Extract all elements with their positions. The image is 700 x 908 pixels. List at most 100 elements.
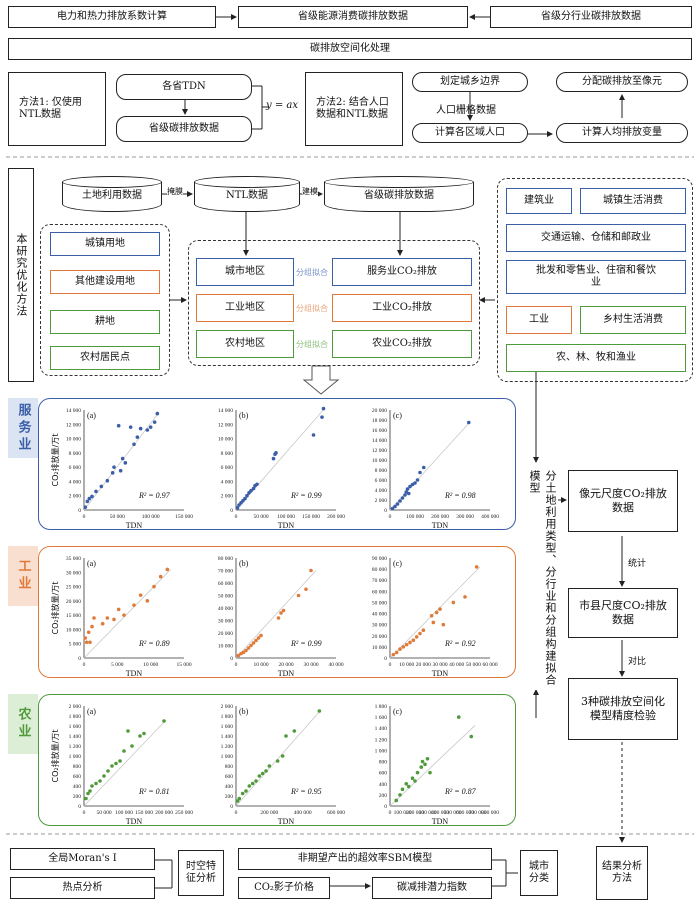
- data-point: [418, 470, 422, 475]
- data-point: [142, 731, 146, 736]
- x-axis-title: TDN: [126, 521, 143, 530]
- sector-rural-life: 乡村生活消费: [580, 306, 686, 334]
- data-point: [296, 593, 301, 598]
- data-point: [84, 640, 89, 645]
- x-axis-title: TDN: [278, 521, 295, 530]
- region-urban: 城市地区: [196, 258, 294, 286]
- data-point: [400, 787, 405, 792]
- data-point: [83, 636, 88, 640]
- city-carbon-box: 市县尺度CO₂排放数据: [568, 588, 678, 638]
- fit-side-label: 分土地利用类型、分行业和分组构建拟合模型: [526, 470, 558, 690]
- y-tick-label: 400: [225, 784, 234, 790]
- sbm-text: 非期望产出的超效率SBM模型: [297, 852, 433, 864]
- y-tick-label: 400: [379, 782, 388, 788]
- y-tick-label: 30 000: [218, 619, 233, 625]
- alloc-pixel-text: 分配碳排放至像元: [582, 75, 662, 87]
- land-type-rural-text: 农村居民点: [80, 351, 130, 363]
- sector-transport: 交通运输、仓储和邮政业: [506, 224, 686, 252]
- shadow-price-box: CO₂影子价格: [238, 877, 330, 899]
- panel-label: (a): [87, 411, 96, 420]
- data-point: [138, 734, 142, 738]
- land-use-db-top: [62, 176, 162, 188]
- r2-label: R² = 0.98: [444, 491, 476, 500]
- fit-line: [389, 725, 476, 807]
- y-tick-label: 6 000: [375, 478, 388, 484]
- result-box: 结果分析方法: [596, 846, 648, 900]
- prov-carbon-db-top: [324, 176, 474, 188]
- x-tick-label: 400 000: [481, 514, 499, 520]
- data-point: [243, 496, 247, 501]
- y-tick-label: 20 000: [372, 408, 387, 414]
- ntl-text: NTL数据: [225, 190, 269, 202]
- y-tick-label: 20 000: [218, 631, 233, 637]
- data-point: [110, 471, 115, 475]
- data-point: [469, 734, 474, 739]
- data-point: [406, 491, 411, 496]
- y-tick-label: 14 000: [66, 408, 81, 414]
- x-tick-label: 0: [83, 810, 86, 816]
- data-point: [304, 587, 308, 592]
- y-tick-label: 1 800: [69, 714, 82, 720]
- x-tick-label: 300 000: [456, 514, 474, 520]
- sector-rural-life-text: 乡村生活消费: [603, 313, 663, 325]
- panel-label: (c): [393, 707, 402, 716]
- region-rural: 农村地区: [196, 330, 294, 358]
- emission-industry: 工业CO₂排放: [332, 294, 472, 322]
- y-tick-label: 60 000: [218, 581, 233, 587]
- x-tick-label: 200 000: [327, 514, 345, 520]
- data-point: [237, 796, 242, 801]
- x-tick-label: 40 000: [328, 662, 343, 668]
- land-type-group: [40, 224, 170, 376]
- y-tick-label: 25 000: [66, 585, 81, 591]
- data-point: [254, 638, 258, 643]
- data-point: [249, 488, 253, 493]
- data-point: [112, 617, 116, 622]
- data-point: [94, 781, 98, 786]
- y-tick-label: 1 000: [69, 754, 82, 760]
- x-tick-label: 250 000: [175, 810, 193, 816]
- data-point: [413, 779, 417, 783]
- data-point: [418, 631, 422, 636]
- r2-label: R² = 0.87: [444, 787, 477, 796]
- data-point: [415, 478, 420, 482]
- data-point: [123, 461, 128, 465]
- data-point: [425, 756, 430, 761]
- prov-energy-box: 省级能源消费碳排放数据: [238, 6, 468, 28]
- data-point: [281, 608, 286, 613]
- data-point: [423, 762, 427, 767]
- y-tick-label: 1 600: [69, 724, 82, 730]
- x-tick-label: 200 000: [260, 810, 278, 816]
- data-point: [249, 643, 253, 648]
- data-point: [145, 428, 150, 432]
- y-tick-label: 0: [230, 804, 233, 810]
- alloc-pixel-box: 分配碳排放至像元: [556, 72, 688, 92]
- x-tick-label: 200 000: [431, 514, 449, 520]
- data-point: [106, 769, 110, 773]
- y-tick-label: 8 000: [221, 451, 234, 457]
- prov-sector-box: 省级分行业碳排放数据: [490, 6, 692, 28]
- y-tick-label: 10 000: [66, 627, 81, 633]
- y-tick-label: 0: [78, 656, 81, 662]
- data-point: [438, 607, 442, 611]
- data-point: [122, 613, 126, 617]
- pixel-carbon-text: 像元尺度CO₂排放数据: [579, 487, 667, 514]
- panel-industry: [38, 546, 516, 678]
- region-industry: 工业地区: [196, 294, 294, 322]
- data-point: [132, 442, 136, 447]
- x-tick-label: 800 000: [481, 810, 499, 816]
- data-point: [251, 641, 256, 645]
- y-tick-label: 0: [384, 508, 387, 514]
- data-point: [118, 468, 123, 473]
- spatiotemporal-text: 时空特征分析: [186, 860, 216, 885]
- x-axis-title: TDN: [432, 817, 449, 826]
- x-tick-label: 40 000: [449, 662, 464, 668]
- y-tick-label: 600: [379, 771, 388, 777]
- r2-label: R² = 0.99: [290, 491, 322, 500]
- city-carbon-text: 市县尺度CO₂排放数据: [579, 599, 667, 626]
- y-tick-label: 0: [230, 508, 233, 514]
- fit-line: [235, 407, 326, 511]
- x-tick-label: 30 000: [432, 662, 447, 668]
- compare-label: 对比: [628, 657, 647, 667]
- data-point: [456, 715, 461, 719]
- spatiotemporal-box: 时空特征分析: [178, 850, 224, 896]
